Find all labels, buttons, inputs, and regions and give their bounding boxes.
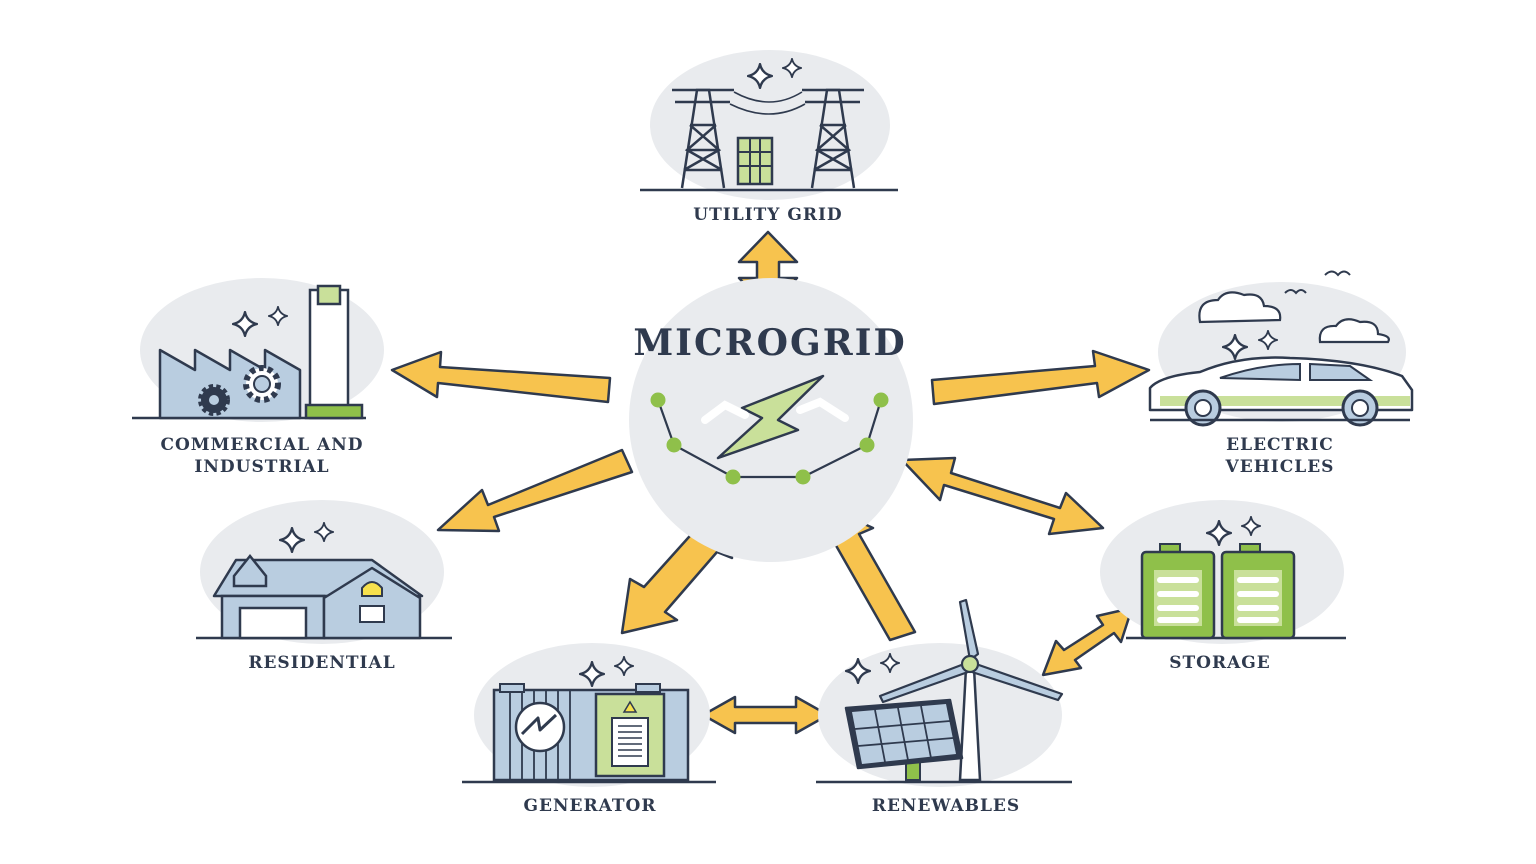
label-commercial-line1: COMMERCIAL AND [160, 435, 364, 455]
arrow-residential [436, 448, 634, 533]
transformer-icon [736, 136, 774, 186]
battery-storage-illustration [1100, 500, 1346, 644]
cloud-icon [1318, 318, 1390, 344]
label-renewables-text: RENEWABLES [871, 796, 1021, 816]
microgrid-hub [629, 278, 913, 562]
label-residential: RESIDENTIAL [172, 652, 472, 674]
grid-node-dots [650, 392, 889, 485]
cloud-icon [1198, 291, 1282, 324]
factory-illustration [132, 278, 384, 422]
label-generator: GENERATOR [440, 795, 740, 817]
bird-icon [1284, 289, 1307, 295]
label-utility-grid-text: UTILITY GRID [693, 205, 843, 225]
label-electric-line1: ELECTRIC [1226, 435, 1334, 455]
label-commercial-line2: INDUSTRIAL [194, 457, 330, 477]
label-storage: STORAGE [1070, 652, 1370, 674]
label-generator-text: GENERATOR [523, 796, 657, 816]
renewables-illustration [816, 598, 1072, 787]
label-residential-text: RESIDENTIAL [248, 653, 396, 673]
lightning-icon [520, 713, 558, 736]
utility-grid-illustration [640, 50, 898, 200]
label-electric-vehicles: ELECTRIC VEHICLES [1130, 434, 1430, 478]
arrow-electric-vehicles [930, 349, 1151, 406]
battery-icon [1140, 543, 1216, 640]
label-storage-text: STORAGE [1169, 653, 1271, 673]
label-utility-grid: UTILITY GRID [618, 204, 918, 226]
arrow-generator-renewables [701, 695, 830, 735]
turbine-blade [958, 598, 980, 662]
diagram-title: MICROGRID [633, 322, 907, 364]
arrow-storage [900, 456, 1105, 536]
label-renewables: RENEWABLES [796, 795, 1096, 817]
battery-icon [1220, 543, 1296, 640]
arrow-commercial [390, 350, 612, 404]
label-commercial-industrial: COMMERCIAL AND INDUSTRIAL [112, 434, 412, 478]
label-electric-line2: VEHICLES [1225, 457, 1335, 477]
bird-icon [1324, 270, 1351, 277]
lightning-bolt-icon [716, 374, 825, 460]
generator-illustration [462, 643, 716, 787]
electric-vehicle-illustration [1148, 270, 1414, 427]
house-illustration [196, 500, 452, 644]
